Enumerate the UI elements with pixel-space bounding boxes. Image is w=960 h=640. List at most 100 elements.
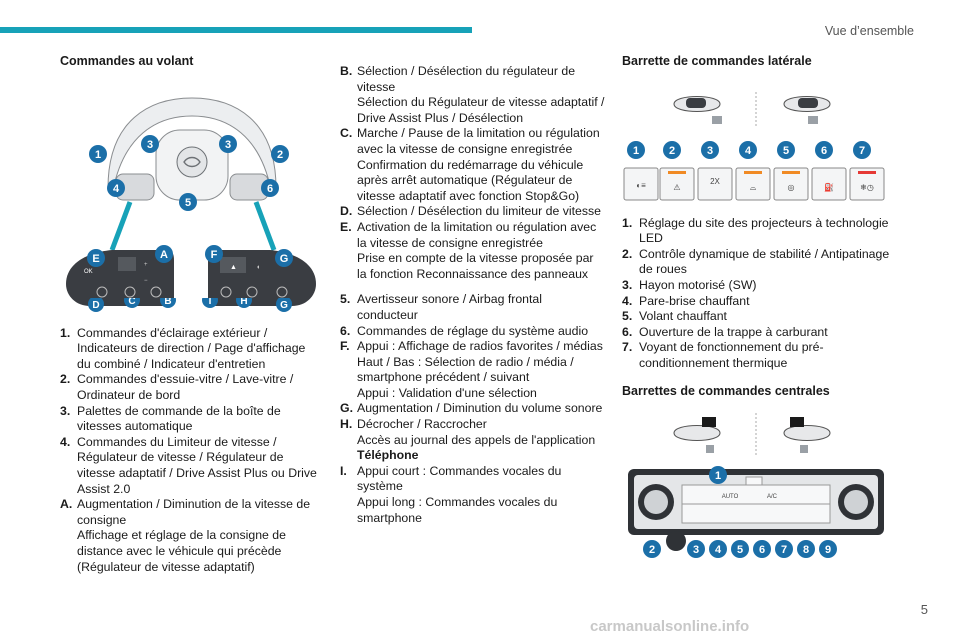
center-marker-7: 7 (781, 544, 787, 556)
item-key: 5. (622, 309, 633, 324)
control-items-list-b: 5.Avertisseur sonore / Airbag frontal co… (340, 292, 606, 526)
item-line: Commandes de réglage du système audio (357, 323, 589, 338)
item-text: Commandes d'éclairage extérieur / Indica… (77, 326, 322, 373)
item-text: Réglage du site des projecteurs à techno… (639, 216, 890, 247)
svg-text:+: + (144, 262, 148, 268)
list-item: G. Augmentation / Diminution du volume so… (340, 401, 606, 417)
item-line: Commandes du Limiteur de vitesse / Régul… (77, 434, 317, 496)
item-text: Augmentation / Diminution du volume sono… (357, 401, 606, 417)
item-text: Palettes de commande de la boîte de vite… (77, 404, 322, 435)
item-key: 5. (340, 292, 351, 307)
svg-text:◖: ◖ (256, 264, 260, 271)
pad-marker-A: A (160, 249, 168, 261)
pad-marker-F: F (211, 249, 218, 261)
item-text: Sélection / Désélection du régulateur de… (357, 64, 606, 126)
item-text: Augmentation / Diminution de la vitesse … (77, 497, 322, 575)
item-line: Contrôle dynamique de stabilité / Antipa… (639, 246, 890, 277)
center-marker-2: 2 (649, 544, 655, 556)
item-key: A. (60, 497, 73, 512)
tailgate-2x-label: 2X (710, 177, 720, 186)
pad-marker-G-bottom: G (280, 300, 288, 311)
item-key: 1. (60, 325, 71, 340)
list-item: C.Marche / Pause de la limitation ou rég… (340, 126, 606, 204)
item-key: 1. (622, 215, 633, 230)
pad-marker-H: H (240, 298, 247, 307)
steering-title: Commandes au volant (60, 54, 194, 68)
item-line: Pare-brise chauffant (639, 293, 750, 308)
list-item: 5. Volant chauffant (622, 309, 890, 325)
item-key: 6. (622, 324, 633, 339)
item-key: F. (340, 339, 350, 354)
list-item: A. Augmentation / Diminution de la vitess… (60, 497, 322, 575)
wheel-marker-6: 6 (267, 183, 273, 195)
list-item: B.Sélection / Désélection du régulateur … (340, 64, 606, 126)
item-line: Accès au journal des appels de l'applica… (357, 432, 596, 447)
control-items-list-a: B.Sélection / Désélection du régulateur … (340, 64, 606, 282)
item-line: Ouverture de la trappe à carburant (639, 324, 828, 339)
wheel-marker-1: 1 (95, 149, 101, 161)
item-text: Appui : Affichage de radios favorites / … (357, 339, 606, 401)
steering-items-list: 1. Commandes d'éclairage extérieur / Indi… (60, 326, 322, 576)
center-bar-title: Barrettes de commandes centrales (622, 383, 830, 398)
wheel-marker-3a: 3 (147, 139, 153, 151)
column-3: Barrette de commandes latérale 1 2 3 4 5… (622, 54, 890, 569)
side-marker-3: 3 (707, 145, 713, 157)
item-line: Palettes de commande de la boîte de vite… (77, 403, 281, 434)
side-controls-diagram: 1 2 3 4 5 6 7 ◐≡ ⚠ 2X ⌓ ◎ ⛽ ❄◷ (623, 91, 885, 201)
item-text: Commandes du Limiteur de vitesse / Régul… (77, 435, 322, 497)
side-marker-6: 6 (821, 145, 827, 157)
center-marker-8: 8 (803, 544, 809, 556)
heated-wheel-icon: ◎ (788, 183, 795, 192)
item-text: Volant chauffant (639, 309, 890, 325)
item-text: Hayon motorisé (SW) (639, 278, 890, 294)
item-text: Activation de la limitation ou régulatio… (357, 220, 606, 282)
item-line: Marche / Pause de la limitation ou régul… (357, 126, 600, 156)
list-item: 2. Contrôle dynamique de stabilité / Anti… (622, 247, 890, 278)
item-key: 7. (622, 340, 633, 355)
center-marker-6: 6 (759, 544, 765, 556)
item-text: Commandes de réglage du système audio (357, 324, 606, 340)
item-key: E. (340, 219, 352, 234)
headlamp-icon: ◐≡ (636, 181, 646, 190)
item-key: H. (340, 417, 353, 432)
center-marker-3: 3 (693, 544, 699, 556)
pad-marker-I: I (209, 298, 212, 307)
item-line: Sélection / Désélection du limiteur de v… (357, 204, 602, 219)
list-item: E. Activation de la limitation ou régulat… (340, 220, 606, 282)
list-item: D. Sélection / Désélection du limiteur de… (340, 204, 606, 220)
right-wheel-control-pad: ▲ ◖ (208, 249, 316, 306)
list-item: 1. Commandes d'éclairage extérieur / Indi… (60, 326, 322, 373)
item-line: Augmentation / Diminution du volume sono… (357, 401, 603, 416)
item-line: Voyant de fonctionnement du pré-conditio… (639, 340, 824, 370)
item-key: 2. (622, 246, 633, 261)
wheel-marker-3b: 3 (225, 139, 231, 151)
list-item: 3.Palettes de commande de la boîte de vi… (60, 404, 322, 435)
list-item: 7. Voyant de fonctionnement du pré-condit… (622, 340, 890, 371)
side-items-list: 1. Réglage du site des projecteurs à tech… (622, 216, 890, 372)
item-line: Hayon motorisé (SW) (639, 277, 757, 292)
list-item: 3.Hayon motorisé (SW) (622, 278, 890, 294)
item-key: 2. (60, 372, 71, 387)
item-text: Appui court : Commandes vocales du systè… (357, 464, 606, 526)
auto-label: AUTO (722, 494, 739, 500)
item-line: Décrocher / Raccrocher (357, 417, 487, 432)
pad-marker-D: D (92, 300, 99, 311)
item-key: G. (340, 401, 353, 416)
svg-text:▲: ▲ (230, 264, 237, 271)
item-bold-line: Téléphone (357, 448, 419, 463)
preconditioning-icon: ❄◷ (860, 183, 874, 192)
fuel-flap-icon: ⛽ (824, 182, 834, 192)
item-line: Appui long : Commandes vocales du smartp… (357, 495, 558, 525)
column-2: B.Sélection / Désélection du régulateur … (340, 64, 606, 526)
item-line: Commandes d'éclairage extérieur / Indica… (77, 325, 306, 371)
item-line: Sélection / Désélection du régulateur de… (357, 64, 576, 94)
item-key: D. (340, 204, 353, 219)
item-line: Volant chauffant (639, 309, 727, 324)
top-accent-bar (0, 27, 472, 33)
item-line: Prise en compte de la vitesse proposée p… (357, 251, 594, 281)
center-marker-9: 9 (825, 544, 831, 556)
item-line: Sélection du Régulateur de vitesse adapt… (357, 95, 605, 125)
item-line: Commandes d'essuie-vitre / Lave-vitre / … (77, 372, 294, 402)
page-number: 5 (920, 602, 928, 617)
